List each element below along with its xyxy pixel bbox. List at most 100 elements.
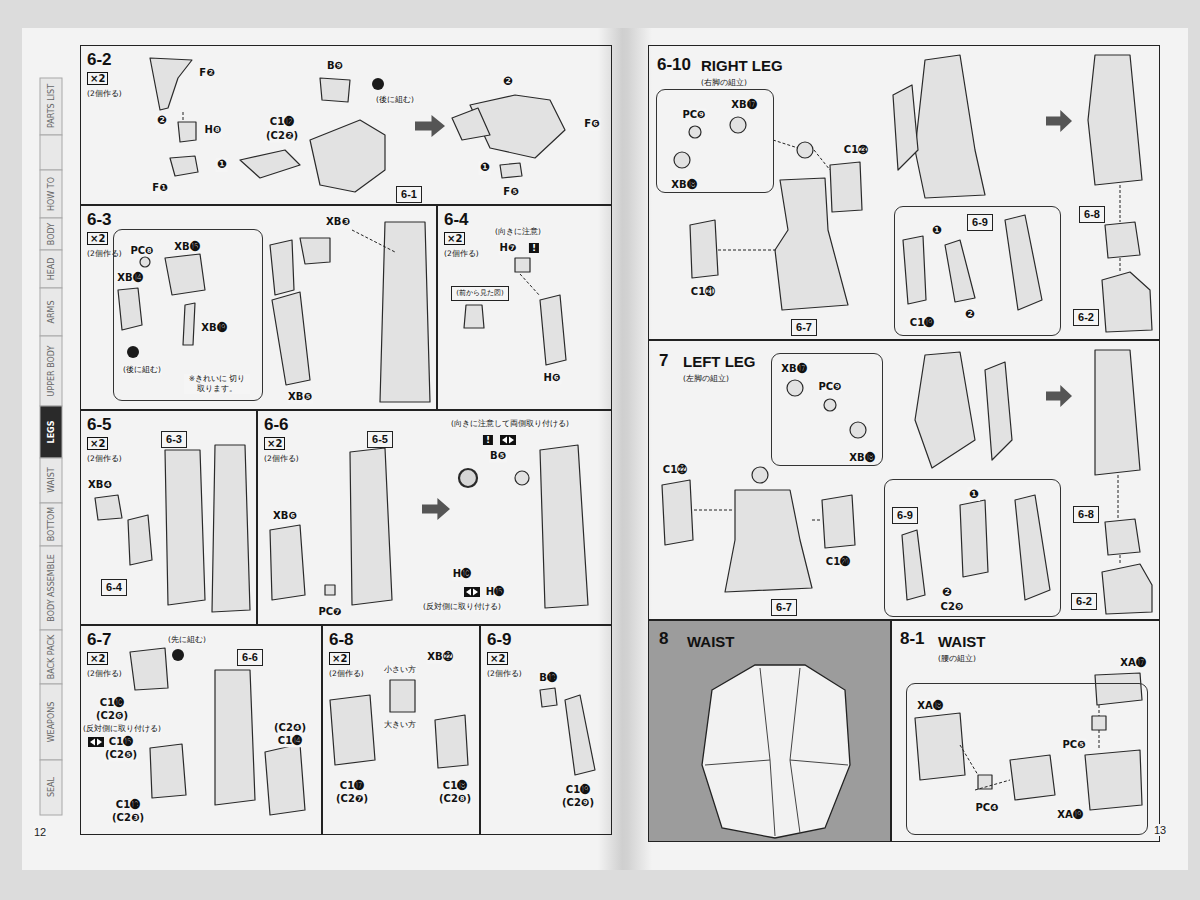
part-drawing — [150, 744, 186, 798]
note: (腰の組立) — [938, 654, 976, 664]
next-step-arrow — [1046, 110, 1072, 132]
step-number: 7 — [659, 351, 668, 371]
section-tab-cell — [40, 458, 62, 503]
section-tab-cell — [40, 336, 62, 406]
note: (向きに注意して両側取り付ける) — [450, 420, 570, 429]
note: 小さい方 — [383, 666, 417, 675]
part-drawing — [1015, 495, 1050, 600]
section-tab: BACK PACK — [47, 634, 56, 681]
step-reference-text: 6-8 — [1077, 508, 1095, 520]
step-number: 6-7 — [87, 630, 112, 650]
part-drawing — [270, 525, 305, 600]
part-number: XB❹ — [87, 479, 113, 491]
joint-drawing — [689, 126, 701, 138]
note: (後に組む) — [122, 365, 162, 375]
part-number: F❶ — [151, 182, 168, 194]
section-panel: 7LEFT LEG(左脚の組立)XB⓱PC❾XB⓲6-7❶❷C2❾6-96-86… — [648, 340, 1160, 620]
part-drawing — [540, 445, 588, 608]
part-drawing — [95, 495, 122, 520]
next-step-arrow — [415, 115, 445, 137]
part-number: C1⓴ — [825, 556, 851, 568]
part-drawing — [830, 162, 862, 212]
part-number: (C2❺) — [104, 749, 138, 761]
note: (右脚の組立) — [701, 78, 747, 88]
part-number: (C2❻) — [95, 710, 129, 722]
section-panel: 8WAIST — [648, 620, 891, 842]
section-tab: SEAL — [47, 776, 56, 798]
symbol-arrows — [502, 437, 514, 444]
page-number: 12 — [33, 826, 47, 838]
step-reference: 6-8 — [1079, 206, 1105, 223]
symbol-arrows — [466, 589, 478, 596]
section-tab: WEAPONS — [47, 701, 56, 744]
part-drawing — [902, 530, 925, 600]
step-reference-text: 6-3 — [165, 433, 183, 445]
note: (2個作る) — [87, 454, 122, 464]
part-number: B❺ — [489, 450, 507, 462]
step-reference: 6-7 — [771, 599, 797, 616]
step-reference: 6-5 — [367, 431, 393, 448]
section-tab-cell — [40, 135, 62, 170]
assembly-guide-line — [352, 230, 395, 252]
part-number: PC❼ — [317, 606, 342, 618]
part-number: F❷ — [198, 67, 215, 79]
step-title: WAIST — [687, 633, 735, 650]
part-drawing — [1102, 564, 1152, 614]
step-panel: 6-5×2(2個作る)6-36-4 — [80, 410, 257, 625]
step-reference: 6-4 — [101, 579, 127, 596]
assembly-guide-line — [975, 780, 1010, 790]
note: 大きい方 — [383, 721, 417, 730]
step-reference: 6-2 — [1071, 593, 1097, 610]
part-drawing — [540, 295, 566, 365]
joint-drawing — [752, 467, 768, 483]
joint-drawing — [674, 152, 690, 168]
step-number: 6-2 — [87, 50, 112, 70]
part-drawing — [165, 450, 205, 605]
part-drawing — [915, 352, 975, 468]
step-number: 6-5 — [87, 415, 112, 435]
section-tab: PARTS LIST — [47, 83, 56, 129]
part-number: (C2❹) — [273, 722, 307, 734]
part-drawing — [903, 236, 926, 304]
part-number: PC❹ — [974, 802, 999, 813]
step-reference-text: 6-9 — [971, 216, 989, 228]
part-drawing — [565, 695, 595, 775]
step-reference: 6-7 — [791, 319, 817, 336]
part-number: PC❾ — [681, 109, 706, 120]
part-drawing — [170, 156, 198, 176]
assembly-guide-line — [183, 112, 184, 120]
part-number: C1⓳ — [909, 317, 935, 328]
part-number: XB⓯ — [173, 241, 200, 252]
joint-drawing — [730, 117, 746, 133]
part-drawing — [1095, 673, 1142, 705]
part-drawing — [452, 108, 490, 140]
section-tab-cell — [40, 170, 62, 218]
part-drawing — [215, 670, 255, 805]
opposite-side-symbol — [500, 435, 516, 445]
step-reference: 6-6 — [237, 649, 263, 666]
section-tab-cell — [40, 250, 62, 288]
waist-detail-line — [790, 760, 848, 765]
part-drawing — [1095, 350, 1140, 475]
section-tab-current: LEGS — [47, 420, 56, 445]
assembly-guide-line — [773, 140, 798, 148]
note: (2個作る) — [329, 669, 364, 679]
detail-inset: XA⓲PC❺PC❹XA⓳ — [906, 683, 1148, 835]
step-number: 6-9 — [487, 630, 512, 650]
part-number: H⓯ — [485, 586, 505, 598]
section-tab-cell — [40, 288, 62, 336]
part-drawing — [540, 688, 557, 707]
step-reference: 6-1 — [396, 186, 422, 203]
joint-drawing — [824, 399, 836, 411]
symbol-arrows — [90, 739, 102, 746]
note: (2個作る) — [487, 669, 522, 679]
part-drawing — [325, 585, 335, 595]
step-number: 6-6 — [264, 415, 289, 435]
caution-mark: ! — [483, 435, 493, 445]
later-assembly-symbol — [127, 346, 139, 358]
note: (左脚の組立) — [683, 374, 729, 384]
detail-inset: XB⓱PC❾XB⓲ — [656, 89, 774, 193]
ring-drawing — [459, 469, 477, 487]
part-number: C1⓱ — [339, 780, 365, 792]
